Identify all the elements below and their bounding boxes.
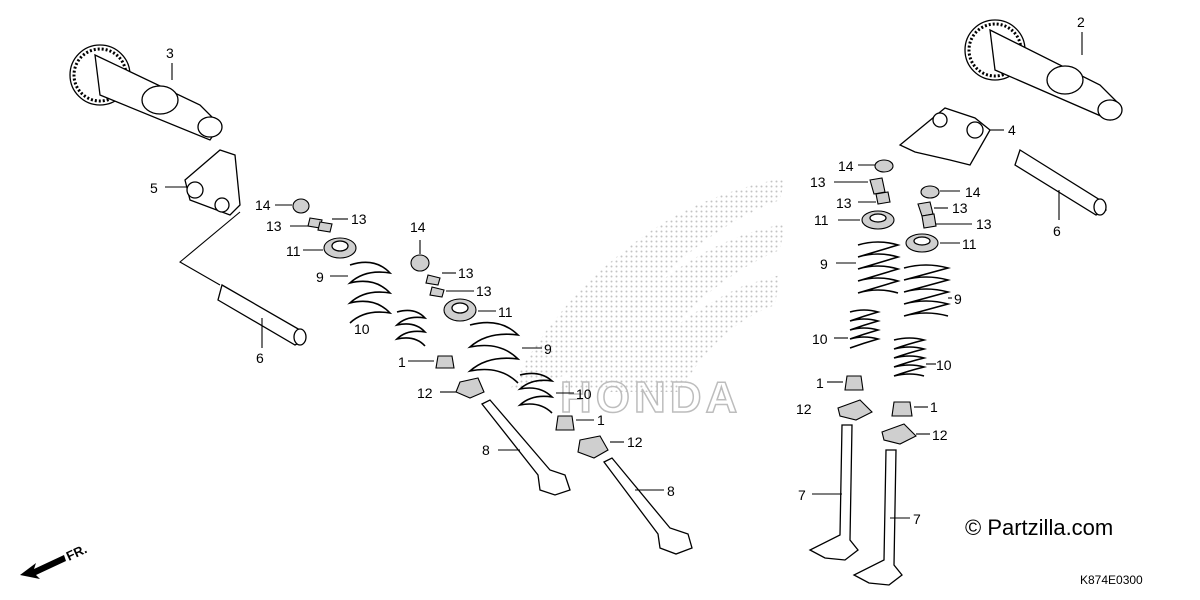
label-14-b: 14 xyxy=(410,219,426,235)
camshaft-left[interactable] xyxy=(69,44,223,141)
label-13-f: 13 xyxy=(836,195,852,211)
label-13-c: 13 xyxy=(458,265,474,281)
label-12-b: 12 xyxy=(627,434,643,450)
cotters-left-b[interactable] xyxy=(425,274,445,298)
label-13-g: 13 xyxy=(952,200,968,216)
cotters-right-b[interactable] xyxy=(917,201,937,229)
spring-seat-right-b[interactable] xyxy=(881,423,917,445)
valve-seal-left-b[interactable] xyxy=(555,415,575,431)
label-12-a: 12 xyxy=(417,385,433,401)
label-9-d: 9 xyxy=(954,291,962,307)
honda-wing-watermark: HONDA xyxy=(510,178,785,423)
valve-seal-left-a[interactable] xyxy=(435,355,455,369)
shim-left-b[interactable] xyxy=(410,254,430,272)
cotters-right-a[interactable] xyxy=(869,177,891,205)
rocker-arm-left[interactable] xyxy=(184,149,241,216)
label-13-e: 13 xyxy=(810,174,826,190)
label-7-a: 7 xyxy=(798,487,806,503)
label-2: 2 xyxy=(1077,14,1085,30)
label-11-d: 11 xyxy=(962,236,977,252)
spring-seat-left-a[interactable] xyxy=(455,377,485,399)
spring-retainer-left-b[interactable] xyxy=(443,298,477,322)
label-11-c: 11 xyxy=(814,212,829,228)
rocker-arm-right[interactable] xyxy=(898,107,991,166)
front-direction-marker: FR. xyxy=(18,541,98,585)
label-13-d: 13 xyxy=(476,283,492,299)
label-9-c: 9 xyxy=(820,256,828,272)
spring-retainer-right-b[interactable] xyxy=(905,233,939,253)
label-13-h: 13 xyxy=(976,216,992,232)
spring-retainer-left[interactable] xyxy=(323,237,357,259)
camshaft-right[interactable] xyxy=(964,19,1123,121)
valve-seal-right-a[interactable] xyxy=(844,375,864,391)
brand-credit: © Partzilla.com xyxy=(965,515,1114,540)
spring-retainer-right-a[interactable] xyxy=(861,210,895,230)
valve-seal-right-b[interactable] xyxy=(891,401,913,417)
label-11-b: 11 xyxy=(498,304,513,320)
label-1-b: 1 xyxy=(597,412,605,428)
label-13-a: 13 xyxy=(266,218,282,234)
label-12-d: 12 xyxy=(932,427,948,443)
label-7-b: 7 xyxy=(913,511,921,527)
label-13-b: 13 xyxy=(351,211,367,227)
label-8-b: 8 xyxy=(667,483,675,499)
label-5: 5 xyxy=(150,180,158,196)
label-9-b: 9 xyxy=(544,341,552,357)
label-3: 3 xyxy=(166,45,174,61)
label-12-c: 12 xyxy=(796,401,812,417)
label-1-a: 1 xyxy=(398,354,406,370)
shim-right-a[interactable] xyxy=(874,159,894,173)
inner-spring-right-b[interactable] xyxy=(893,337,928,377)
watermark-text: HONDA xyxy=(560,373,741,422)
inner-spring-left-b[interactable] xyxy=(517,372,555,414)
outer-spring-right-a[interactable] xyxy=(857,241,901,294)
intake-valve-right-b[interactable] xyxy=(852,449,903,586)
inner-spring-right-a[interactable] xyxy=(849,309,881,349)
shim-left[interactable] xyxy=(292,198,310,214)
label-14-a: 14 xyxy=(255,197,271,213)
shim-right-b[interactable] xyxy=(920,185,940,199)
label-6-right: 6 xyxy=(1053,223,1061,239)
label-1-c: 1 xyxy=(816,375,824,391)
label-1-d: 1 xyxy=(930,399,938,415)
cotters-left[interactable] xyxy=(307,217,333,233)
label-9-a: 9 xyxy=(316,269,324,285)
label-6-left: 6 xyxy=(256,350,264,366)
rocker-shaft-left[interactable] xyxy=(217,284,307,346)
outer-spring-left-a[interactable] xyxy=(347,261,393,324)
outer-spring-right-b[interactable] xyxy=(903,264,952,317)
label-10-b: 10 xyxy=(576,386,592,402)
inner-spring-left-a[interactable] xyxy=(394,309,428,347)
label-10-d: 10 xyxy=(936,357,952,373)
exhaust-valve-left-b[interactable] xyxy=(603,457,693,555)
label-14-c: 14 xyxy=(838,158,854,174)
diagram-code: K874E0300 xyxy=(1080,573,1143,587)
label-10-a: 10 xyxy=(354,321,370,337)
label-10-c: 10 xyxy=(812,331,828,347)
label-11-a: 11 xyxy=(286,243,301,259)
label-8-a: 8 xyxy=(482,442,490,458)
arrow-icon xyxy=(20,555,66,579)
exhaust-valve-left-a[interactable] xyxy=(480,399,571,496)
label-14-d: 14 xyxy=(965,184,981,200)
outer-spring-left-b[interactable] xyxy=(467,321,521,384)
rocker-shaft-right[interactable] xyxy=(1014,149,1107,216)
label-4: 4 xyxy=(1008,122,1016,138)
spring-seat-right-a[interactable] xyxy=(837,399,873,421)
intake-valve-right-a[interactable] xyxy=(808,424,859,561)
spring-seat-left-b[interactable] xyxy=(577,435,609,459)
